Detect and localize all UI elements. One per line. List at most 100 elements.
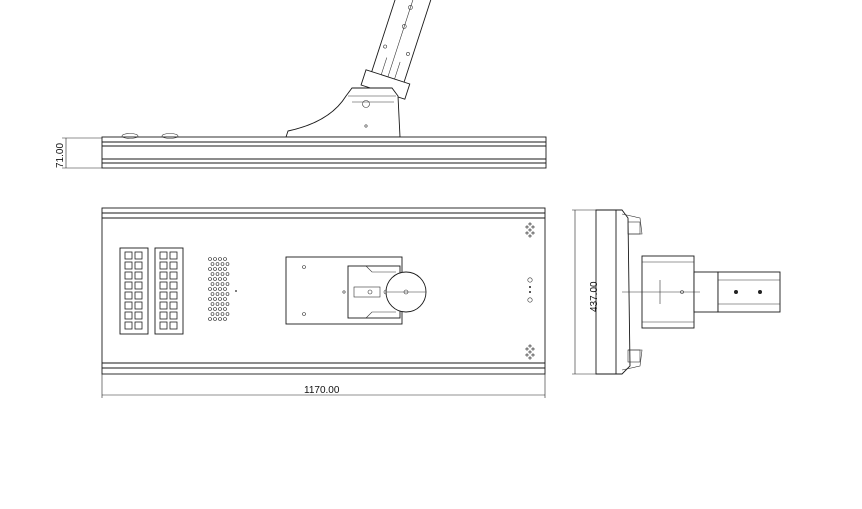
corner-dot-clusters	[525, 222, 535, 360]
sensor-dot	[215, 282, 220, 286]
sensor-dot	[220, 292, 225, 296]
end-view: 437.00	[572, 209, 781, 375]
led-cell	[124, 261, 133, 270]
corner-dot	[525, 353, 529, 357]
led-cell	[134, 291, 143, 300]
sensor-dot	[215, 292, 220, 296]
indicator-holes	[527, 277, 533, 303]
sensor-dot	[218, 287, 222, 291]
sensor-dot	[220, 302, 225, 306]
led-cell	[169, 281, 178, 290]
sensor-dot	[208, 297, 212, 301]
sensor-dot	[218, 277, 222, 281]
sensor-dot	[220, 282, 225, 286]
mount-bracket	[285, 87, 401, 138]
corner-dot	[528, 222, 532, 226]
sensor-dot	[210, 292, 215, 296]
led-cell	[134, 261, 143, 270]
led-cell	[159, 321, 168, 330]
sensor-dot	[208, 317, 212, 321]
led-cell	[159, 271, 168, 280]
sensor-dot	[208, 307, 212, 311]
led-cell	[159, 261, 168, 270]
led-cell	[169, 311, 178, 320]
sensor-dot	[218, 267, 222, 271]
led-cell	[124, 271, 133, 280]
led-cell	[159, 251, 168, 260]
front-view: 1170.00	[101, 207, 546, 398]
sensor-dot	[223, 317, 227, 321]
mounting-arm	[360, 0, 434, 100]
led-cell	[124, 291, 133, 300]
led-cell	[134, 281, 143, 290]
led-cell	[159, 311, 168, 320]
sensor-dot	[210, 312, 215, 316]
led-module-left	[119, 247, 149, 335]
sensor-dot	[215, 262, 220, 266]
led-cell	[169, 291, 178, 300]
led-cell	[124, 321, 133, 330]
sensor-dot	[210, 282, 215, 286]
sensor-dot	[225, 292, 230, 296]
corner-dot	[525, 225, 529, 229]
led-cell	[169, 321, 178, 330]
led-cell	[169, 251, 178, 260]
sensor-dot	[223, 297, 227, 301]
corner-dot	[528, 350, 532, 354]
sensor-dot	[223, 267, 227, 271]
sensor-dot	[220, 262, 225, 266]
dim-height-side: 71.00	[55, 143, 66, 168]
sensor-dot	[213, 287, 217, 291]
corner-dot	[528, 344, 532, 348]
led-cell	[159, 281, 168, 290]
sensor-dot	[215, 272, 220, 276]
led-module-right	[154, 247, 184, 335]
sensor-dot	[210, 262, 215, 266]
sensor-dot	[213, 317, 217, 321]
sensor-dot	[210, 272, 215, 276]
led-cell	[134, 251, 143, 260]
sensor-dot	[218, 257, 222, 261]
led-cell	[169, 261, 178, 270]
corner-dot	[525, 347, 529, 351]
mount-plate	[285, 256, 427, 325]
sensor-dot	[208, 257, 212, 261]
led-cell	[169, 301, 178, 310]
led-cell	[124, 301, 133, 310]
led-cell	[159, 301, 168, 310]
dim-depth-total: 437.00	[589, 281, 600, 312]
led-cell	[134, 311, 143, 320]
sensor-dot-grid	[208, 257, 230, 321]
corner-dot	[531, 347, 535, 351]
sensor-dot	[220, 312, 225, 316]
sensor-dot	[223, 307, 227, 311]
sensor-dot	[213, 257, 217, 261]
sensor-dot	[208, 267, 212, 271]
corner-dot	[525, 231, 529, 235]
corner-dot	[528, 356, 532, 360]
sensor-dot	[213, 267, 217, 271]
dim-width-total: 1170.00	[304, 385, 340, 396]
led-cell	[134, 321, 143, 330]
sensor-dot	[225, 272, 230, 276]
sensor-dot	[225, 312, 230, 316]
sensor-dot	[213, 307, 217, 311]
sensor-dot	[220, 272, 225, 276]
sensor-dot	[225, 262, 230, 266]
sensor-dot	[210, 302, 215, 306]
led-cell	[134, 271, 143, 280]
led-cell	[124, 281, 133, 290]
corner-dot	[531, 225, 535, 229]
led-cell	[124, 311, 133, 320]
sensor-dot	[223, 287, 227, 291]
sensor-dot	[218, 297, 222, 301]
led-cell	[159, 291, 168, 300]
corner-dot	[531, 353, 535, 357]
sensor-dot	[208, 287, 212, 291]
sensor-dot	[215, 302, 220, 306]
led-cell	[124, 251, 133, 260]
led-cell	[169, 271, 178, 280]
sensor-dot	[225, 302, 230, 306]
sensor-dot	[218, 307, 222, 311]
